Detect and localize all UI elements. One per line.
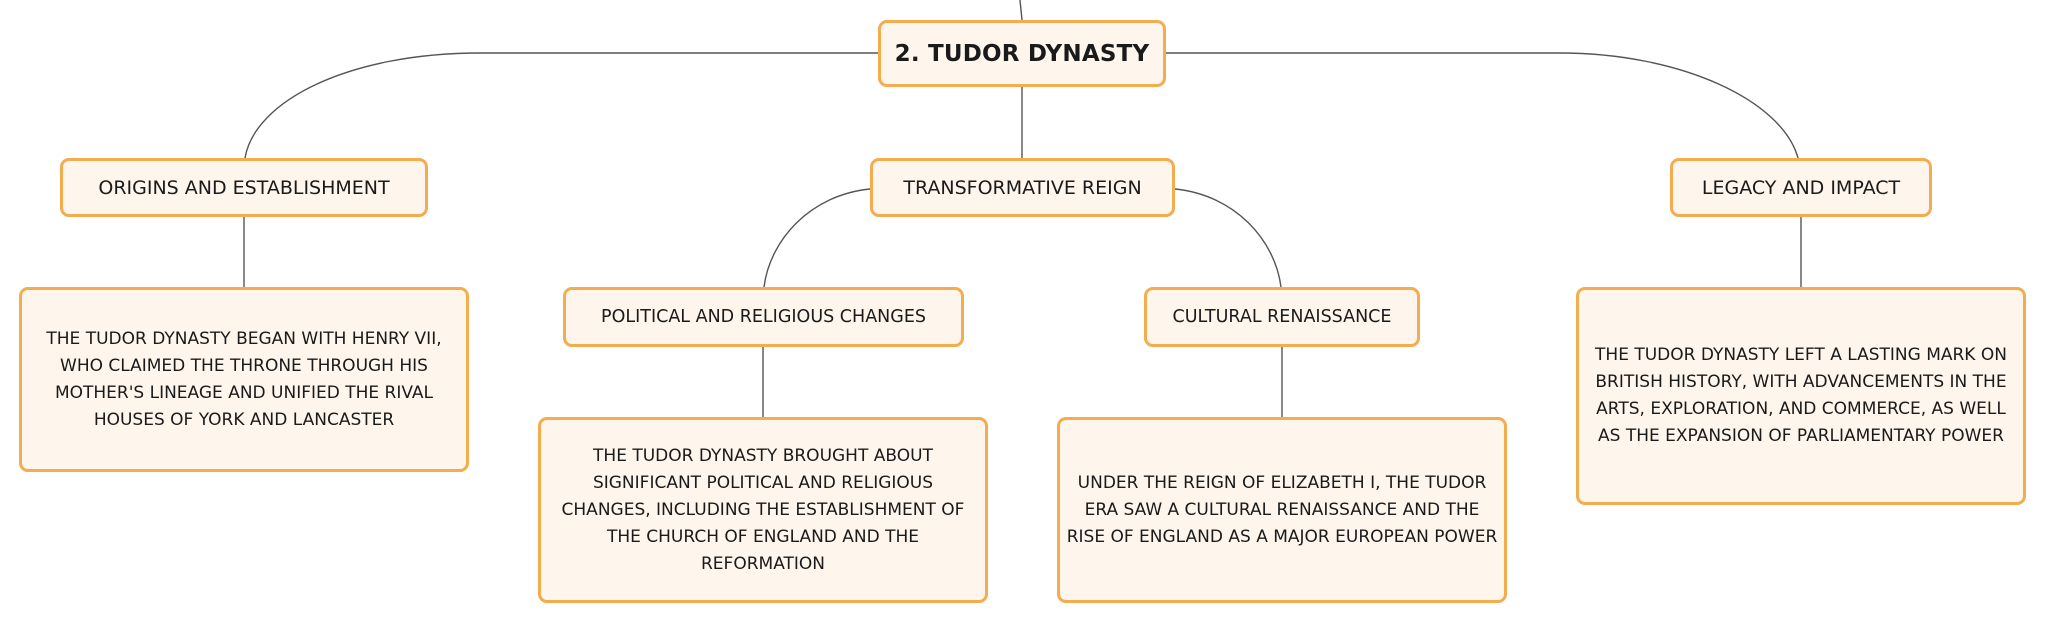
branch-legacy-label: LEGACY AND IMPACT xyxy=(1701,176,1901,199)
subtopic-cultural-label: CULTURAL RENAISSANCE xyxy=(1172,307,1392,327)
political-detail-text: THE TUDOR DYNASTY BROUGHT ABOUT SIGNIFIC… xyxy=(561,445,965,574)
branch-origins-label: ORIGINS AND ESTABLISHMENT xyxy=(98,176,390,199)
origins-detail-node[interactable]: THE TUDOR DYNASTY BEGAN WITH HENRY VII, … xyxy=(19,287,469,472)
branch-legacy-node[interactable]: LEGACY AND IMPACT xyxy=(1670,158,1932,217)
root-node[interactable]: 2. TUDOR DYNASTY xyxy=(878,20,1166,87)
branch-reign-node[interactable]: TRANSFORMATIVE REIGN xyxy=(870,158,1175,217)
root-label: 2. TUDOR DYNASTY xyxy=(894,40,1150,67)
subtopic-political-node[interactable]: POLITICAL AND RELIGIOUS CHANGES xyxy=(563,287,964,347)
legacy-detail-node[interactable]: THE TUDOR DYNASTY LEFT A LASTING MARK ON… xyxy=(1576,287,2026,505)
connector-root-legacy xyxy=(1166,52,1799,159)
cultural-detail-node[interactable]: UNDER THE REIGN OF ELIZABETH I, THE TUDO… xyxy=(1057,417,1507,603)
subtopic-cultural-node[interactable]: CULTURAL RENAISSANCE xyxy=(1144,287,1420,347)
connector-reign-political xyxy=(763,188,871,288)
legacy-detail-text: THE TUDOR DYNASTY LEFT A LASTING MARK ON… xyxy=(1595,345,2007,446)
connector-root-origins xyxy=(244,52,878,159)
branch-origins-node[interactable]: ORIGINS AND ESTABLISHMENT xyxy=(60,158,428,217)
cultural-detail-text: UNDER THE REIGN OF ELIZABETH I, THE TUDO… xyxy=(1066,472,1498,547)
connector-parent-root xyxy=(1019,0,1023,21)
origins-detail-text: THE TUDOR DYNASTY BEGAN WITH HENRY VII, … xyxy=(46,328,442,430)
subtopic-political-label: POLITICAL AND RELIGIOUS CHANGES xyxy=(601,307,926,327)
political-detail-node[interactable]: THE TUDOR DYNASTY BROUGHT ABOUT SIGNIFIC… xyxy=(538,417,988,603)
connector-reign-cultural xyxy=(1174,188,1282,288)
branch-reign-label: TRANSFORMATIVE REIGN xyxy=(903,176,1142,199)
